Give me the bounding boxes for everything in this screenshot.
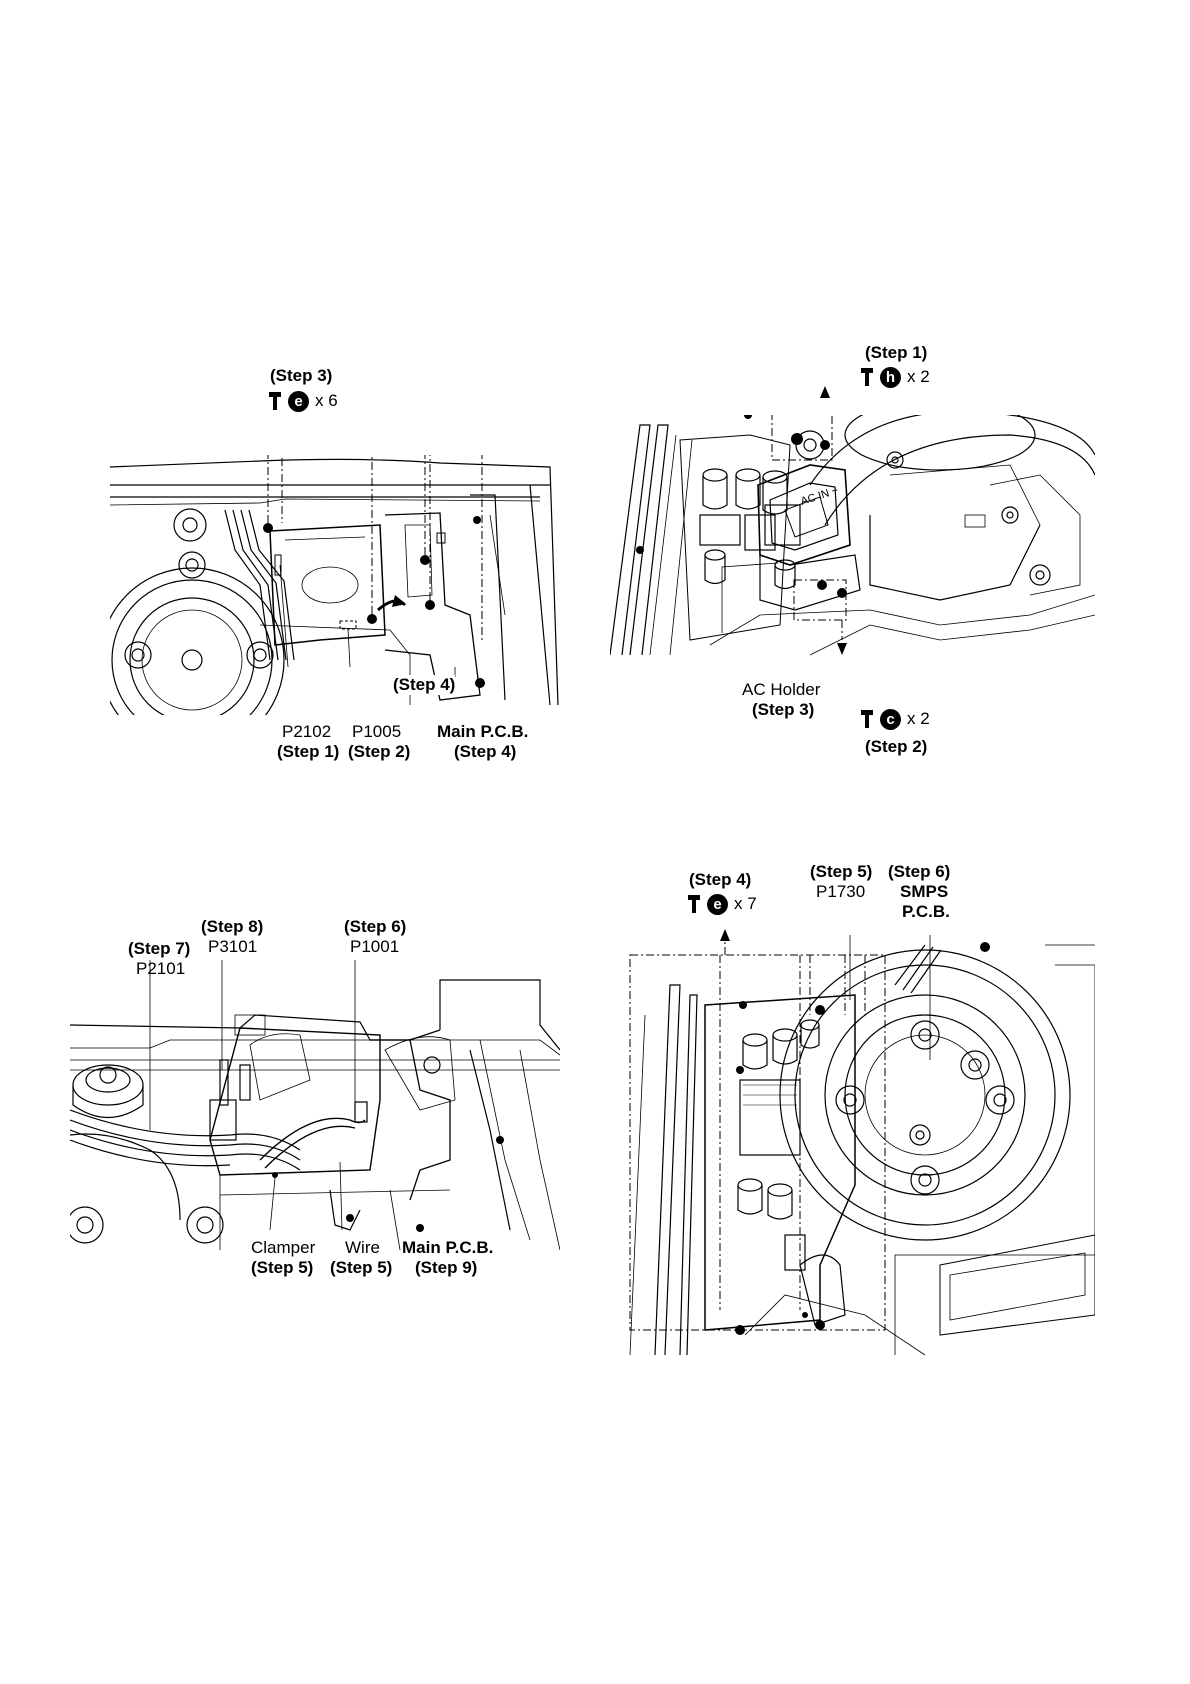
smps-pcb-removal-illustration [625, 935, 1095, 1365]
fig1-p1005-step: (Step 2) [348, 742, 410, 762]
fig3-clamper-step: (Step 5) [251, 1258, 313, 1278]
fig3-p2101-label: P2101 [136, 959, 185, 979]
fig1-main-pcb-step: (Step 4) [454, 742, 516, 762]
screw-type-badge: e [288, 391, 309, 412]
fig4-smps-label: SMPS [900, 882, 948, 902]
screw-count: x 7 [734, 893, 757, 915]
fig4-smps-pcb-label: P.C.B. [902, 902, 950, 922]
fig4-step4-label: (Step 4) [689, 870, 751, 890]
fig1-p2102-step: (Step 1) [277, 742, 339, 762]
screw-count: x 2 [907, 366, 930, 388]
screw-icon [860, 367, 874, 387]
fig1-arrow-step-label: (Step 4) [393, 675, 455, 695]
fig3-main-pcb-label: Main P.C.B. [402, 1238, 493, 1258]
fig2-step2-label: (Step 2) [865, 737, 927, 757]
fig1-screw-spec: e x 6 [268, 390, 338, 412]
fig1-p2102-label: P2102 [282, 722, 331, 742]
arrow-down-icon [836, 641, 848, 655]
fig3-p3101-step: (Step 8) [201, 917, 263, 937]
fig1-step3-label: (Step 3) [270, 366, 332, 386]
arrow-up-icon [719, 929, 731, 943]
main-pcb-removal-illustration [110, 455, 565, 715]
screw-icon [687, 894, 701, 914]
fig3-p2101-step: (Step 7) [128, 939, 190, 959]
fig1-main-pcb-label: Main P.C.B. [437, 722, 528, 742]
fig2-ac-holder-step: (Step 3) [752, 700, 814, 720]
fig4-p1730-step: (Step 5) [810, 862, 872, 882]
screw-count: x 6 [315, 390, 338, 412]
screw-type-badge: e [707, 894, 728, 915]
ac-holder-removal-illustration: AC IN ~ [610, 415, 1095, 660]
fig3-wire-step: (Step 5) [330, 1258, 392, 1278]
fig3-wire-label: Wire [345, 1238, 380, 1258]
ac-socket-text: AC IN ~ [799, 484, 840, 507]
screw-count: x 2 [907, 708, 930, 730]
fig3-p1001-label: P1001 [350, 937, 399, 957]
fig2-top-screw-spec: h x 2 [860, 366, 930, 388]
fig3-clamper-label: Clamper [251, 1238, 315, 1258]
arrow-up-icon [819, 386, 831, 400]
fig2-ac-holder-label: AC Holder [742, 680, 820, 700]
fig3-p1001-step: (Step 6) [344, 917, 406, 937]
fig4-smps-step: (Step 6) [888, 862, 950, 882]
fig3-main-pcb-step: (Step 9) [415, 1258, 477, 1278]
screw-type-badge: h [880, 367, 901, 388]
fig4-p1730-label: P1730 [816, 882, 865, 902]
fig4-screw-spec: e x 7 [687, 893, 757, 915]
fig2-bottom-screw-spec: c x 2 [860, 708, 930, 730]
screw-icon [268, 391, 282, 411]
fig3-p3101-label: P3101 [208, 937, 257, 957]
main-pcb-connectors-illustration [70, 960, 560, 1250]
screw-type-badge: c [880, 709, 901, 730]
fig1-p1005-label: P1005 [352, 722, 401, 742]
fig2-step1-label: (Step 1) [865, 343, 927, 363]
screw-icon [860, 709, 874, 729]
